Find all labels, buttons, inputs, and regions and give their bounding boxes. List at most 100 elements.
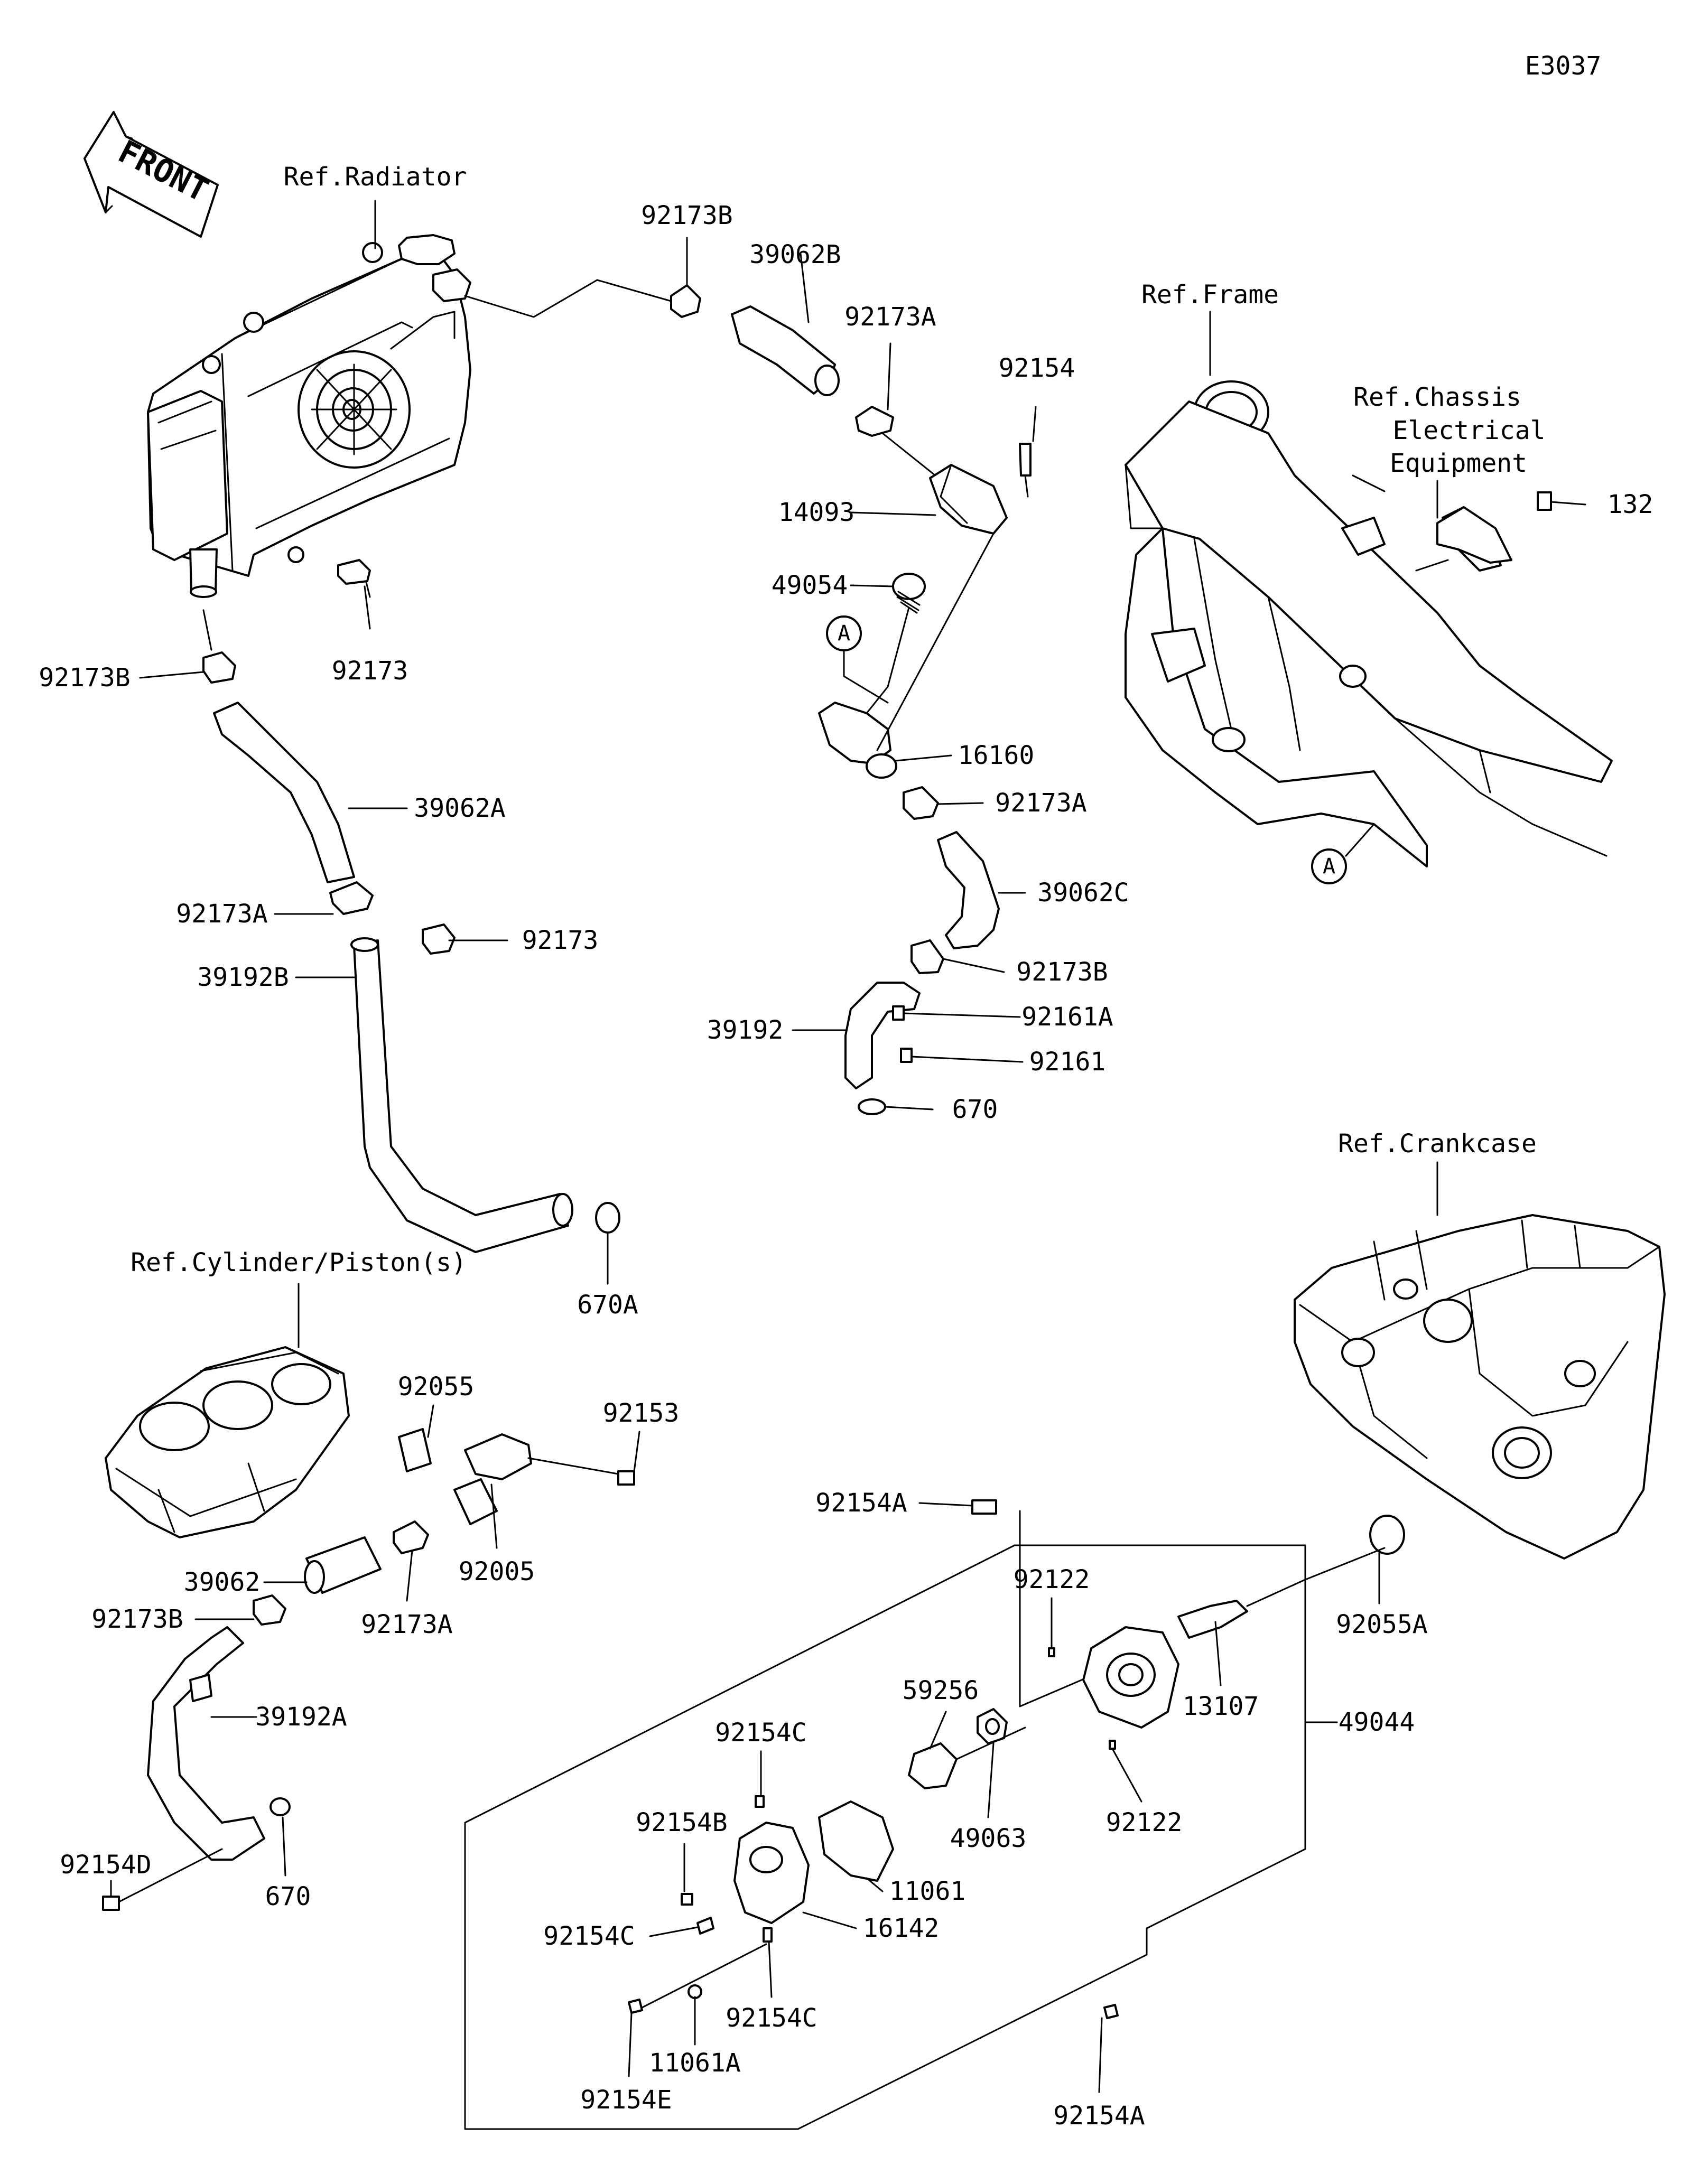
bolt-132-shape: [1537, 491, 1552, 511]
fitting-92005-shape: [464, 1433, 532, 1480]
part-49063: 49063: [950, 1824, 1027, 1853]
bolt-92154C-low-shape: [763, 1927, 773, 1943]
pin-92122-top-shape: [1048, 1647, 1055, 1657]
part-92173A-left: 92173A: [176, 899, 268, 929]
frame-drawing: [1125, 380, 1613, 867]
part-92161: 92161: [1029, 1047, 1106, 1077]
part-39062A: 39062A: [414, 794, 506, 823]
clamp-92173-pipe-shape: [422, 923, 456, 955]
part-59256: 59256: [902, 1676, 979, 1705]
part-16142: 16142: [862, 1914, 940, 1943]
part-11061: 11061: [889, 1877, 966, 1906]
ref-chassis-line1: Ref.Chassis: [1353, 382, 1521, 412]
part-92173-pipe: 92173: [522, 926, 599, 955]
bolt-92154-shape: [1019, 443, 1032, 477]
part-92055: 92055: [397, 1372, 475, 1402]
thermostat-49054-shape: [892, 573, 926, 600]
pump-cover-16142-shape: [733, 1822, 810, 1924]
clamp-92173B-left-shape: [202, 651, 236, 684]
part-92173A-mid: 92173A: [995, 788, 1087, 818]
part-92122-low: 92122: [1105, 1808, 1183, 1837]
clamp-92173A-ts-shape: [855, 406, 894, 437]
part-49054: 49054: [771, 571, 848, 600]
part-39062C: 39062C: [1037, 878, 1129, 908]
plug-92161-shape: [900, 1048, 913, 1063]
front-arrow: FRONT: [83, 111, 219, 238]
part-92154B: 92154B: [636, 1808, 728, 1837]
part-11061A: 11061A: [649, 2048, 741, 2078]
part-670-low: 670: [265, 1882, 311, 1911]
bolt-92153-shape: [617, 1470, 635, 1486]
part-39192: 39192: [707, 1015, 784, 1045]
part-92173B-mid: 92173B: [1016, 957, 1108, 987]
leader-lines: [110, 237, 1586, 2093]
part-92173A-ts: 92173A: [844, 302, 936, 332]
part-92173B-top: 92173B: [641, 201, 733, 230]
part-92173B-low: 92173B: [91, 1604, 183, 1634]
part-670A: 670A: [577, 1290, 638, 1320]
ref-radiator-label: Ref.Radiator: [283, 162, 467, 192]
part-92173A-low: 92173A: [361, 1610, 453, 1639]
pipe-39192A-shape: [147, 1626, 265, 1861]
ref-pointer-lines: [298, 200, 1438, 1348]
part-92173-rad: 92173: [331, 656, 408, 686]
part-39192A: 39192A: [255, 1702, 347, 1732]
part-14093: 14093: [778, 498, 855, 527]
callout-A-left-letter: A: [837, 621, 851, 646]
part-92154D: 92154D: [60, 1850, 152, 1880]
part-92005: 92005: [458, 1557, 535, 1586]
crankcase-drawing: [1294, 1214, 1666, 1560]
oring-670-low-shape: [270, 1797, 291, 1816]
shaft-13107-shape: [1177, 1600, 1248, 1639]
pin-92122-low-shape: [1109, 1740, 1116, 1750]
oring-670A-shape: [595, 1202, 620, 1234]
bolt-92154C-mid-shape: [696, 1917, 714, 1935]
thermostat-cover-14093-shape: [929, 464, 1008, 535]
pump-assembly-bracket: [464, 1544, 1306, 2130]
part-92055A: 92055A: [1336, 1610, 1428, 1639]
diagram-code: E3037: [1525, 51, 1602, 81]
bolt-92154E-shape: [628, 1999, 643, 2014]
part-92154C-top: 92154C: [715, 1718, 807, 1748]
bracket-132-shape: [1436, 506, 1512, 564]
pipe-39192B-shape: [353, 939, 569, 1253]
oring-92055A-shape: [1369, 1515, 1405, 1555]
washer-11061A-shape: [687, 1984, 702, 1999]
part-92154C-low: 92154C: [726, 2003, 817, 2033]
ref-crankcase-label: Ref.Crankcase: [1338, 1129, 1537, 1159]
ref-cylinder-label: Ref.Cylinder/Piston(s): [131, 1248, 467, 1277]
part-92122-top: 92122: [1013, 1565, 1090, 1594]
gasket-92055-shape: [398, 1428, 432, 1472]
part-92154-top: 92154: [998, 353, 1075, 383]
part-92153: 92153: [602, 1398, 680, 1428]
part-92154A-top: 92154A: [815, 1488, 907, 1518]
bolt-92154A-low-shape: [1103, 2004, 1119, 2019]
part-13107: 13107: [1182, 1692, 1259, 1721]
radiator-drawing: [147, 234, 471, 598]
bolt-92154C-top-shape: [755, 1795, 765, 1808]
clamp-92173A-left-shape: [329, 881, 374, 915]
part-92154C-mid: 92154C: [543, 1921, 635, 1951]
part-39062B: 39062B: [749, 240, 841, 269]
hose-39062C-shape: [937, 831, 1000, 949]
clamp-92173A-mid-shape: [903, 786, 939, 820]
part-39062: 39062: [183, 1567, 261, 1597]
part-49044: 49044: [1338, 1707, 1415, 1737]
thermostat-housing-16160-shape: [818, 702, 891, 764]
clamp-92173-rad-shape: [337, 559, 371, 585]
hose-39062A-shape: [213, 702, 355, 883]
part-92161A: 92161A: [1021, 1002, 1113, 1032]
plug-92161A-shape: [892, 1005, 905, 1021]
clamp-92173B-mid-shape: [910, 939, 944, 974]
part-39192B: 39192B: [197, 963, 289, 992]
callout-A-left: [826, 615, 889, 704]
cylinder-drawing: [105, 1346, 350, 1538]
ref-chassis-line3: Equipment: [1389, 449, 1528, 478]
pipe-39192-shape: [844, 982, 921, 1089]
part-670-mid: 670: [952, 1095, 998, 1124]
bolt-92154A-top-shape: [971, 1499, 997, 1515]
part-92154E: 92154E: [580, 2085, 672, 2115]
bolt-92154B-shape: [681, 1893, 693, 1906]
